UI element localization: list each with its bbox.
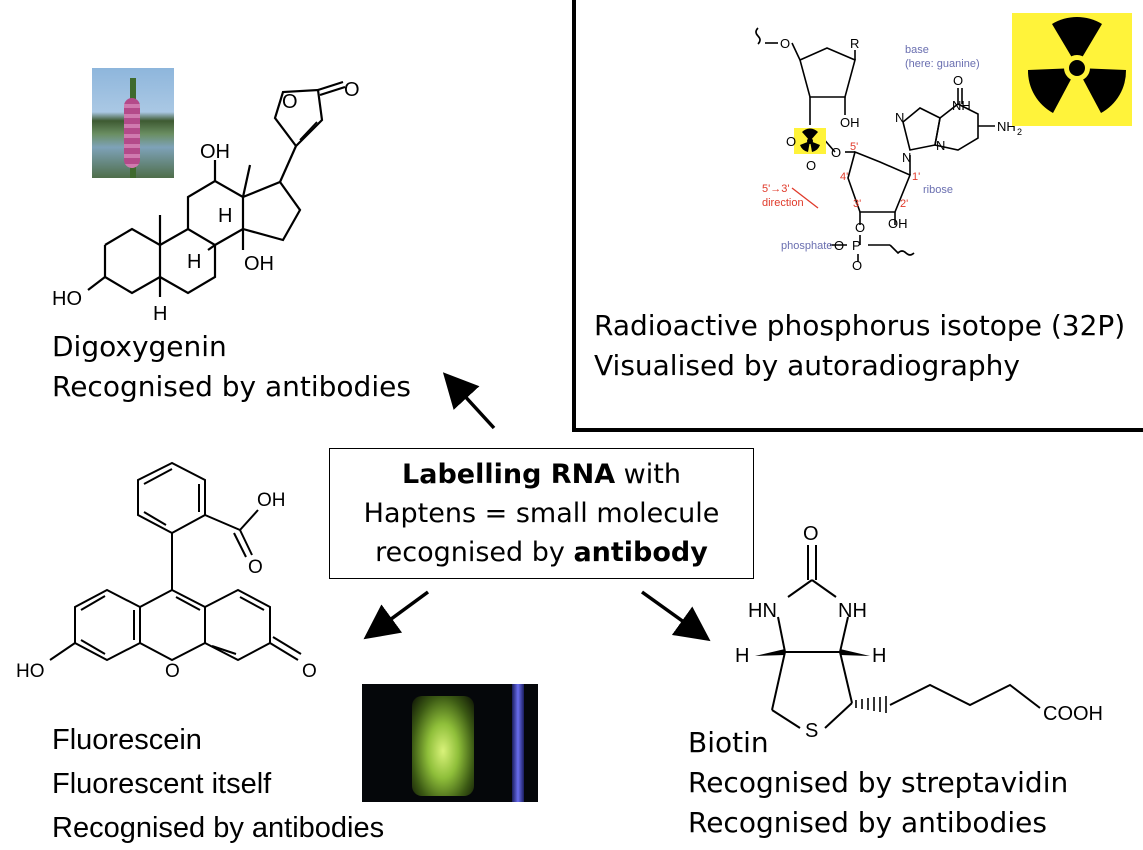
svg-text:5'→3': 5'→3': [762, 183, 789, 195]
svg-text:N: N: [936, 138, 945, 153]
svg-text:O: O: [852, 258, 862, 273]
fluorescein-name: Fluorescein: [52, 724, 202, 756]
dig-oh-mid: OH: [244, 253, 274, 275]
svg-text:direction: direction: [762, 197, 804, 209]
digoxygenin-atom-labels: OH HO OH O O H H H: [52, 79, 360, 325]
radioactive-panel: [572, 0, 1143, 432]
fl-o-keto: O: [302, 661, 317, 682]
bt-nh: NH: [838, 600, 867, 622]
fluorescein-desc2: Recognised by antibodies: [52, 812, 385, 844]
radiation-symbol-icon: [1012, 13, 1132, 126]
title-line2: Haptens = small molecule: [363, 498, 720, 529]
rna-blue-labels: base (here: guanine) ribose phosphate: [781, 44, 980, 252]
bt-s: S: [805, 720, 818, 742]
fluorescein-desc1: Fluorescent itself: [52, 768, 272, 800]
svg-text:2: 2: [1017, 127, 1022, 137]
biotin-wedges: [755, 649, 887, 713]
dig-oh-top: OH: [200, 141, 230, 163]
fluorescein-structure: [49, 461, 302, 662]
bt-h-left: H: [735, 645, 749, 667]
biotin-name: Biotin: [688, 726, 769, 759]
biotin-atom-labels: O HN NH H H S COOH: [735, 523, 1103, 742]
svg-text:O: O: [953, 73, 963, 88]
rna-radio-marker: [794, 128, 826, 154]
fluorescein-caption: Fluorescein Fluorescent itself Recognise…: [52, 718, 384, 850]
dig-o-keto: O: [344, 79, 360, 101]
bt-hn: HN: [748, 600, 777, 622]
arrow-to-biotin: [640, 590, 711, 642]
dig-h2: H: [187, 251, 201, 273]
biotin-structure: [771, 545, 1041, 729]
svg-text:2': 2': [900, 198, 908, 210]
svg-text:R: R: [850, 36, 859, 51]
svg-text:NH: NH: [997, 119, 1016, 134]
svg-text:phosphate: phosphate: [781, 240, 832, 252]
bt-cooh: COOH: [1043, 703, 1103, 725]
svg-text:OH: OH: [840, 115, 860, 130]
rna-nucleotide-structure: [755, 27, 995, 262]
svg-text:5': 5': [850, 141, 858, 153]
biotin-desc1: Recognised by streptavidin: [688, 766, 1069, 799]
fl-o-ring: O: [165, 661, 180, 682]
svg-text:O: O: [786, 134, 796, 149]
fl-o-carbonyl: O: [248, 557, 263, 578]
radioactive-line2: Visualised by autoradiography: [594, 349, 1021, 382]
bt-h-right: H: [872, 645, 886, 667]
title-line1: Labelling RNA with: [402, 459, 681, 490]
svg-text:O: O: [831, 145, 841, 160]
dig-h3: H: [218, 205, 232, 227]
svg-text:(here: guanine): (here: guanine): [905, 58, 980, 70]
digoxygenin-structure: [87, 80, 346, 297]
fl-ho: HO: [16, 661, 45, 682]
rna-labels: O R OH O O O OH O O P O N N N O NH NH 2: [780, 36, 1022, 273]
svg-text:O: O: [780, 36, 790, 51]
svg-text:O: O: [834, 238, 844, 253]
dig-ho-left: HO: [52, 288, 82, 310]
fl-oh: OH: [257, 490, 286, 511]
svg-text:3': 3': [853, 198, 861, 210]
rna-red-labels: 5' 4' 3' 2' 1' 5'→3' direction: [762, 141, 920, 210]
digoxygenin-name: Digoxygenin: [52, 330, 227, 363]
svg-text:ribose: ribose: [923, 184, 953, 196]
svg-text:OH: OH: [888, 216, 908, 231]
svg-text:P: P: [852, 238, 861, 253]
biotin-desc2: Recognised by antibodies: [688, 806, 1047, 839]
arrow-to-fluorescein: [363, 590, 430, 640]
dig-o-ring: O: [282, 91, 298, 113]
fluorescein-beaker-photo: [362, 684, 538, 802]
svg-text:NH: NH: [952, 98, 971, 113]
digoxygenin-desc: Recognised by antibodies: [52, 370, 411, 403]
arrow-to-digoxygenin: [442, 372, 496, 430]
svg-text:O: O: [855, 220, 865, 235]
svg-text:O: O: [806, 158, 816, 173]
digoxygenin-caption: Digoxygenin Recognised by antibodies: [52, 327, 411, 407]
svg-text:N: N: [895, 110, 904, 125]
radioactive-caption: Radioactive phosphorus isotope (32P) Vis…: [594, 306, 1125, 386]
dig-h1: H: [153, 303, 167, 325]
labelling-rna-box: Labelling RNA with Haptens = small molec…: [329, 448, 754, 579]
bt-o: O: [803, 523, 819, 545]
svg-text:1': 1': [912, 171, 920, 183]
biotin-caption: Biotin Recognised by streptavidin Recogn…: [688, 723, 1068, 843]
radioactive-line1: Radioactive phosphorus isotope (32P): [594, 309, 1126, 342]
foxglove-photo: [92, 68, 174, 178]
fluorescein-atom-labels: OH O HO O O: [16, 490, 317, 682]
svg-text:N: N: [902, 150, 911, 165]
svg-text:4': 4': [840, 171, 848, 183]
title-line3: recognised by antibody: [375, 537, 708, 568]
svg-text:base: base: [905, 44, 929, 56]
